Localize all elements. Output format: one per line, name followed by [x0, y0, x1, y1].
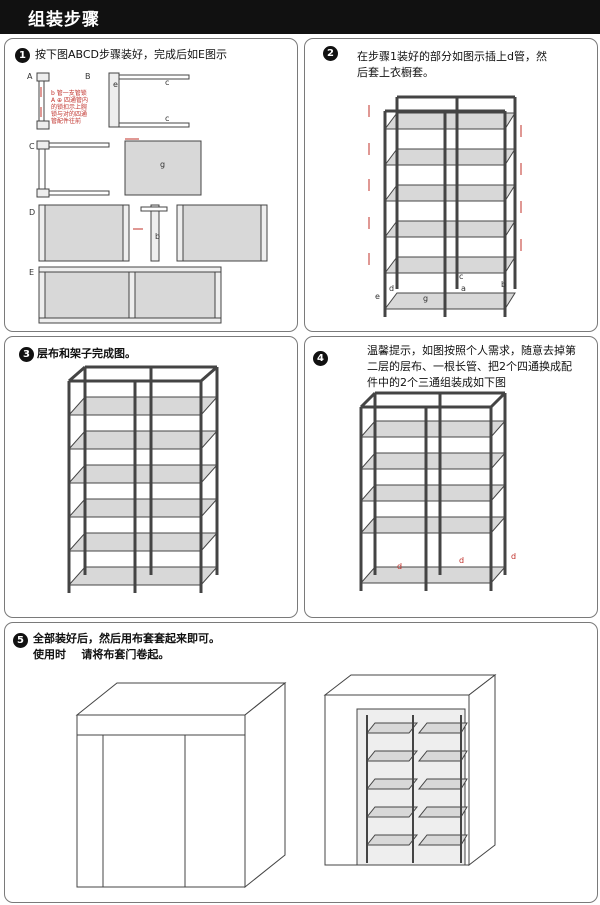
label-e: E	[29, 268, 34, 277]
step-5-number: 5	[13, 633, 28, 648]
header-bar: 组装步骤	[0, 0, 600, 34]
label-b: B	[85, 72, 91, 81]
step-4-panel: 4 温馨提示，如图按照个人需求，随意去掉第 二层的层布、一根长管、把2个四通换成…	[304, 336, 598, 618]
step-5-panel: 5 全部装好后，然后用布套套起来即可。 使用时 请将布套门卷起。	[4, 622, 598, 903]
step-1-text: 按下图ABCD步骤装好，完成后如E图示	[35, 48, 227, 61]
step2-label-c: c	[459, 272, 463, 281]
step-2-diagram: d c e a b g	[368, 95, 522, 317]
label-c: C	[29, 142, 35, 151]
note-5: 管配件往前	[51, 117, 81, 125]
label-part-g: g	[160, 160, 165, 169]
label-d: D	[29, 208, 35, 217]
step-2-text-line-1: 在步骤1装好的部分如图示插上d管，然	[357, 50, 547, 63]
step4-label-d-3: d	[511, 552, 516, 561]
step-1-diagram: A B C D E e c c g b b 管一支管锁 A ⊕ 四通管内 的锁扣…	[27, 72, 268, 324]
note-1: b 管一支管锁	[51, 89, 87, 97]
step-2-number: 2	[323, 46, 338, 61]
step-4-text-line-3: 件中的2个三通组装成如下图	[367, 376, 506, 389]
page-title: 组装步骤	[28, 10, 100, 30]
step-5-text-line-2: 使用时 请将布套门卷起。	[33, 648, 170, 661]
step-4-number: 4	[313, 351, 328, 366]
step4-label-d-1: d	[397, 562, 402, 571]
step2-label-d: d	[389, 284, 394, 293]
step-5-text-line-1: 全部装好后，然后用布套套起来即可。	[33, 632, 220, 645]
step2-label-b: b	[501, 280, 506, 289]
step-1-panel: 1 按下图ABCD步骤装好，完成后如E图示	[4, 38, 298, 332]
step-4-text-line-2: 二层的层布、一根长管、把2个四通换成配	[367, 360, 572, 373]
closed-wardrobe	[75, 681, 287, 889]
step2-label-g: g	[423, 294, 428, 303]
step-4-text-line-1: 温馨提示，如图按照个人需求，随意去掉第	[367, 344, 576, 357]
label-part-c: c	[165, 78, 169, 87]
label-part-b: b	[155, 232, 160, 241]
step2-label-e: e	[375, 292, 380, 301]
step-1-number: 1	[15, 48, 30, 63]
label-a: A	[27, 72, 33, 81]
step-2-text-line-2: 后套上衣橱套。	[357, 66, 434, 79]
step4-label-d-2: d	[459, 556, 464, 565]
step-3-diagram	[67, 365, 219, 593]
step-5-diagram	[75, 673, 497, 889]
step-3-panel: 3 层布和架子完成图。	[4, 336, 298, 618]
step-3-number: 3	[19, 347, 34, 362]
step-3-text: 层布和架子完成图。	[37, 347, 136, 360]
step-2-panel: 2 在步骤1装好的部分如图示插上d管，然 后套上衣橱套。	[304, 38, 598, 332]
step2-label-a: a	[461, 284, 466, 293]
label-part-c-2: c	[165, 114, 169, 123]
note-3: 的锁扣示上腕	[51, 103, 87, 111]
label-part-e: e	[113, 80, 118, 89]
note-4: 锁与对的四通	[51, 110, 87, 118]
step-4-diagram: d d d	[359, 391, 516, 591]
note-2: A ⊕ 四通管内	[51, 96, 88, 104]
